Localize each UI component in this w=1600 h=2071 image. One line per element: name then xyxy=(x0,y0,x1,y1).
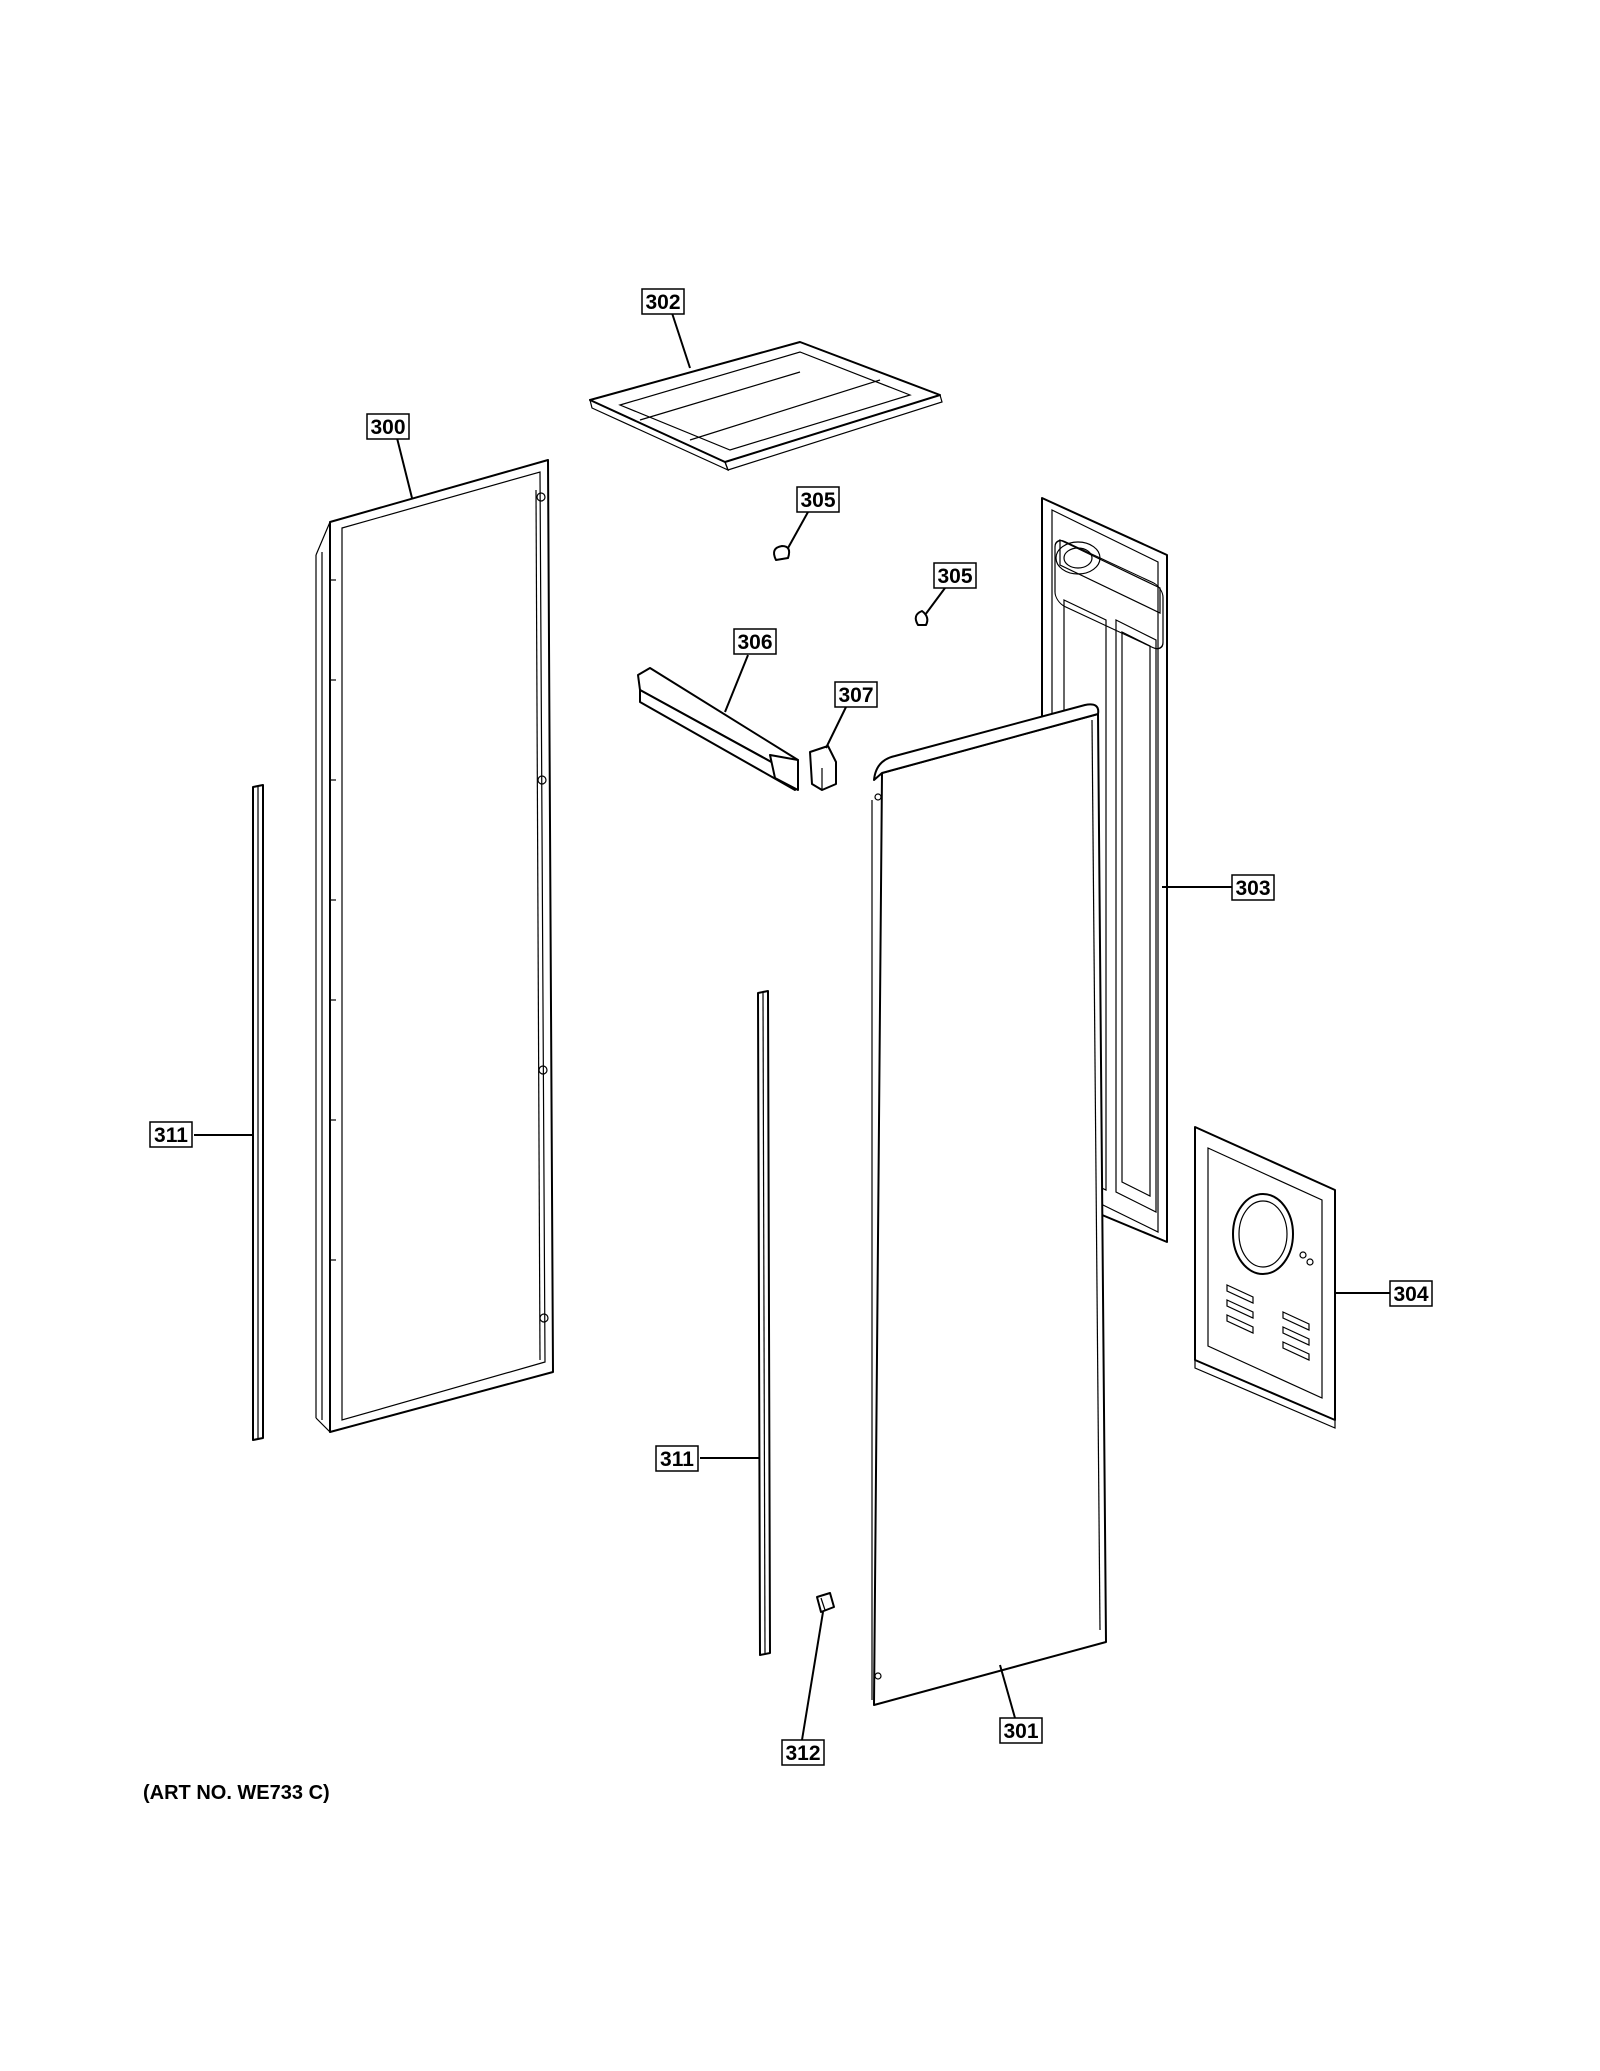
label-301: 301 xyxy=(1003,1720,1038,1743)
vent-slots xyxy=(1226,1284,1310,1361)
part-300-left-side-panel xyxy=(315,459,554,1433)
callout-306: 306 xyxy=(733,628,777,655)
part-301-right-side-panel xyxy=(871,703,1107,1706)
callout-307: 307 xyxy=(834,681,878,708)
leader-305b xyxy=(924,587,946,616)
callout-303: 303 xyxy=(1231,874,1275,901)
leader-305a xyxy=(787,511,809,549)
label-306: 306 xyxy=(737,631,772,654)
label-300: 300 xyxy=(370,416,405,439)
part-311-left-trim-strip xyxy=(252,784,264,1441)
leader-302 xyxy=(671,312,691,369)
callout-305-right: 305 xyxy=(933,562,977,589)
label-304: 304 xyxy=(1393,1283,1428,1306)
label-307: 307 xyxy=(838,684,873,707)
leader-307 xyxy=(825,706,847,749)
leader-300 xyxy=(396,437,413,499)
label-305-upper: 305 xyxy=(800,489,835,512)
label-303: 303 xyxy=(1235,877,1270,900)
callout-312: 312 xyxy=(781,1739,825,1766)
label-311-left: 311 xyxy=(154,1124,188,1147)
leader-301 xyxy=(999,1664,1016,1719)
label-302: 302 xyxy=(645,291,680,314)
label-305-right: 305 xyxy=(937,565,972,588)
part-306-bracket xyxy=(637,667,799,791)
part-307-small-bracket xyxy=(809,745,837,791)
label-312: 312 xyxy=(785,1742,820,1765)
part-304-access-panel xyxy=(1194,1126,1336,1429)
label-311-middle: 311 xyxy=(660,1448,694,1471)
part-311-middle-trim-strip xyxy=(757,990,771,1656)
leader-lines xyxy=(194,312,1390,1741)
callout-305-upper: 305 xyxy=(796,486,840,513)
part-312-clip xyxy=(816,1592,835,1613)
callout-301: 301 xyxy=(999,1717,1043,1744)
callout-304: 304 xyxy=(1389,1280,1433,1307)
callout-311-middle: 311 xyxy=(655,1445,699,1472)
part-302-top-panel xyxy=(589,341,943,472)
leader-312 xyxy=(801,1611,824,1741)
part-305-clip-upper xyxy=(773,545,791,561)
art-number: (ART NO. WE733 C) xyxy=(143,1782,330,1804)
callout-300: 300 xyxy=(366,413,410,440)
leader-306 xyxy=(724,654,749,713)
callout-302: 302 xyxy=(641,288,685,315)
callout-311-left: 311 xyxy=(149,1121,193,1148)
